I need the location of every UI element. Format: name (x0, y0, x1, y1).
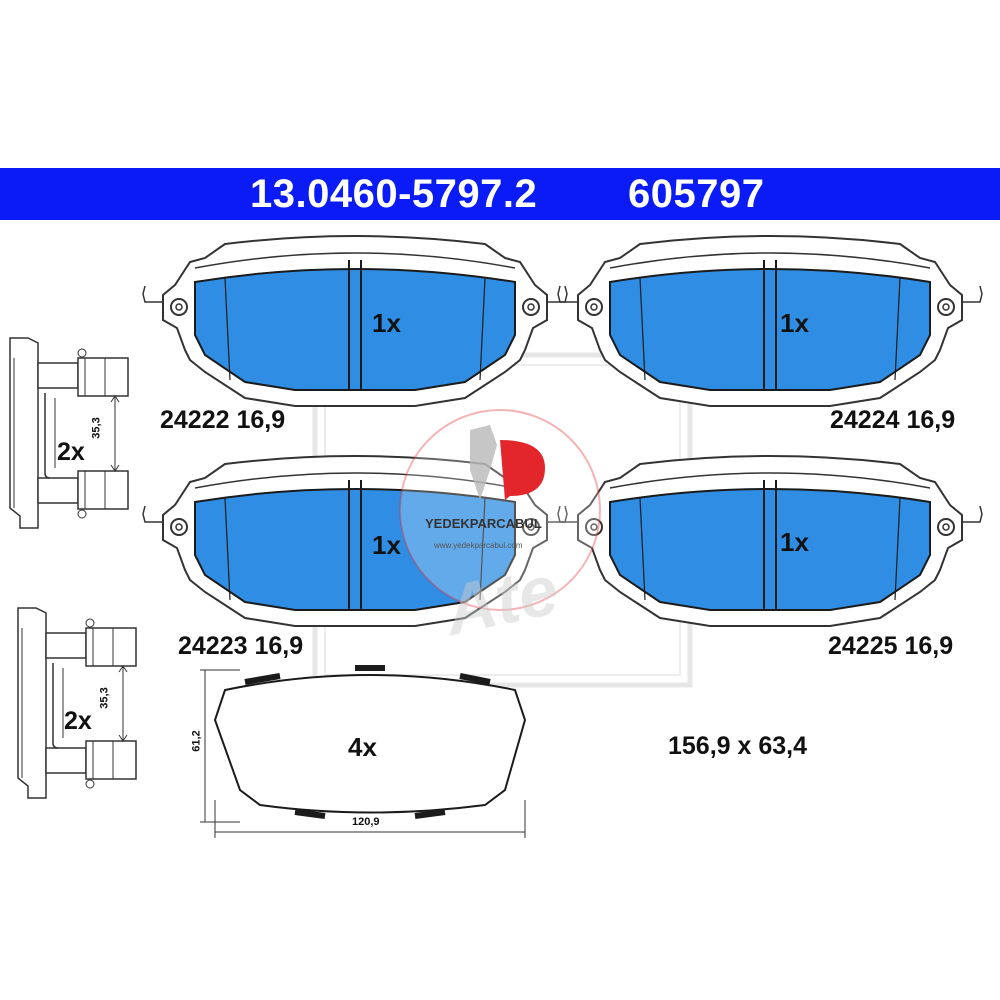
pad-ref-number: 24225 (828, 632, 898, 660)
pad-ref-number: 24222 (160, 406, 230, 434)
part-number: 13.0460-5797.2 (250, 172, 538, 216)
clip-qty: 2x (57, 438, 85, 466)
clip-dimension: 35,3 (98, 687, 111, 709)
pad-24225 (557, 455, 983, 627)
watermark-url: www.yedekparcabul.com (434, 541, 523, 550)
pad-ref: 24222 16,9 (160, 406, 285, 435)
pad-qty: 1x (372, 530, 401, 560)
pad-qty: 1x (780, 527, 809, 557)
pad-24222 (142, 235, 568, 407)
pad-ref: 24224 16,9 (830, 406, 955, 435)
yedekparcabul-watermark (399, 409, 601, 611)
header-band (0, 168, 1000, 220)
product-code: 605797 (628, 172, 765, 216)
overall-size: 156,9 x 63,4 (668, 732, 808, 760)
shim-width: 120,9 (352, 816, 380, 828)
pad-thickness: 16,9 (236, 406, 286, 434)
pad-thickness: 16,9 (904, 632, 954, 660)
shim-qty: 4x (348, 732, 377, 762)
watermark-brand: YEDEKPARCABUL (425, 516, 542, 531)
clip-bottom (17, 607, 137, 799)
shim-height: 61,2 (190, 730, 203, 752)
clip-dimension: 35,3 (90, 417, 103, 439)
shim-drawing (200, 665, 527, 838)
pad-ref-number: 24223 (178, 632, 248, 660)
clip-top (9, 337, 129, 529)
clip-qty: 2x (64, 707, 92, 735)
pad-thickness: 16,9 (254, 632, 304, 660)
pad-24224 (557, 235, 983, 407)
pad-qty: 1x (372, 308, 401, 338)
pad-ref-number: 24224 (830, 406, 900, 434)
pad-thickness: 16,9 (906, 406, 956, 434)
pad-qty: 1x (780, 308, 809, 338)
pad-ref: 24225 16,9 (828, 632, 953, 661)
pad-ref: 24223 16,9 (178, 632, 303, 661)
